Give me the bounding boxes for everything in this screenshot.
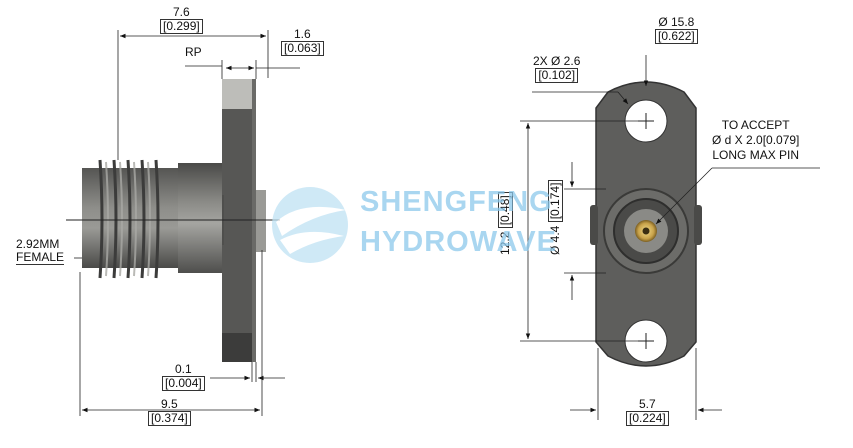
note-pin: TO ACCEPT Ø d X 2.0[0.079] LONG MAX PIN	[712, 118, 799, 163]
dim-gap-value: 0.1	[175, 362, 192, 376]
rear-stub	[256, 190, 266, 252]
dim-overall-bottom-inch: [0.374]	[148, 411, 191, 426]
dim-holes: 2X Ø 2.6 [0.102]	[533, 55, 580, 83]
label-connector-line1: 2.92MM	[16, 237, 60, 251]
dim-width-inch: [0.224]	[626, 411, 669, 426]
label-connector: 2.92MM FEMALE	[16, 237, 65, 265]
side-view	[66, 30, 300, 416]
dim-width: 5.7 [0.224]	[626, 398, 669, 426]
front-view	[520, 55, 820, 420]
thread-ridges	[98, 159, 160, 279]
dim-flange-length-inch: [0.622]	[655, 29, 698, 44]
dim-flange-length-value: Ø 15.8	[658, 15, 695, 29]
body-cylinder	[178, 163, 222, 273]
label-rp: RP	[185, 45, 202, 59]
dim-gap-inch: [0.004]	[162, 376, 205, 391]
dim-gap: 0.1 [0.004]	[162, 363, 205, 391]
note-pin-line3: LONG MAX PIN	[712, 148, 800, 162]
flange-plate-bottom-dark	[222, 333, 252, 362]
dim-overall-bottom-value: 9.5	[161, 397, 178, 411]
dim-overall-top: 7.6 [0.299]	[160, 6, 203, 34]
dim-width-value: 5.7	[639, 397, 656, 411]
dim-overall-bottom: 9.5 [0.374]	[148, 398, 191, 426]
dim-overall-top-value: 7.6	[173, 5, 190, 19]
dim-flange: 1.6 [0.063]	[281, 28, 324, 56]
watermark-line2: HYDROWAVE	[360, 226, 557, 258]
note-pin-line2: Ø d X 2.0[0.079]	[712, 133, 800, 147]
label-connector-line2: FEMALE	[16, 250, 65, 265]
dim-overall-top-inch: [0.299]	[160, 19, 203, 34]
watermark-line1: SHENGFENG	[360, 186, 553, 218]
dim-holes-inch: [0.102]	[535, 68, 579, 83]
dim-flange-value: 1.6	[294, 27, 311, 41]
note-pin-line1: TO ACCEPT	[721, 118, 790, 132]
watermark-logo-icon	[272, 187, 348, 263]
flange-plate-light-top	[222, 79, 252, 109]
dim-flange-length: Ø 15.8 [0.622]	[655, 16, 698, 44]
dim-flange-inch: [0.063]	[281, 41, 324, 56]
dim-holes-value: 2X Ø 2.6	[533, 54, 581, 68]
